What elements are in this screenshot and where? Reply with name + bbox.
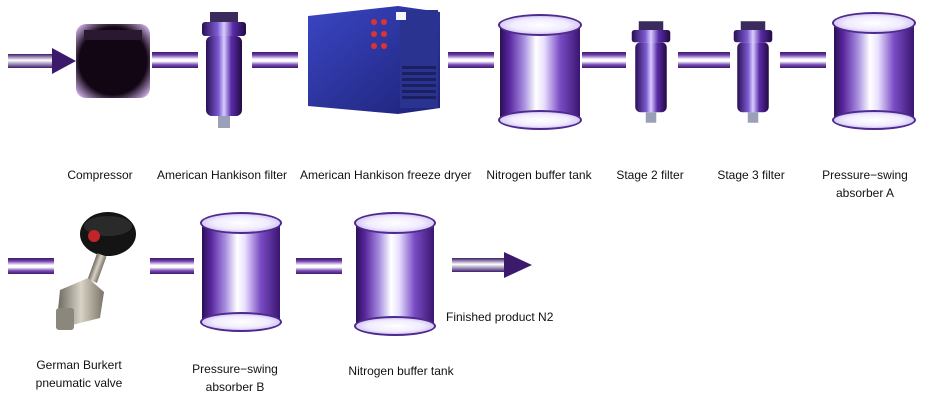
buffer-tank-2 xyxy=(354,212,436,336)
absorber-a-tank xyxy=(832,12,916,130)
compressor-unit xyxy=(74,22,152,100)
label-filter-3: Stage 3 filter xyxy=(717,168,785,182)
label-absorber-a-line1: Pressure−swing xyxy=(822,168,908,182)
outlet-arrow xyxy=(452,252,532,278)
filter-2-icon xyxy=(631,21,671,123)
label-buffer-tank-1: Nitrogen buffer tank xyxy=(486,168,592,182)
buffer-tank-1 xyxy=(498,14,582,130)
label-buffer-tank-2: Nitrogen buffer tank xyxy=(348,364,454,378)
pipe-3 xyxy=(448,52,494,68)
label-absorber-b-line1: Pressure−swing xyxy=(192,362,278,376)
pipe-5 xyxy=(678,52,730,68)
label-filter-1: American Hankison filter xyxy=(156,168,288,182)
label-valve-line2: pneumatic valve xyxy=(35,376,123,390)
label-absorber-b: Pressure−swing absorber B xyxy=(180,360,290,396)
pipe-6 xyxy=(780,52,826,68)
pneumatic-valve-icon xyxy=(56,212,136,330)
pipe-8 xyxy=(150,258,194,274)
label-valve-line1: German Burkert xyxy=(36,358,122,372)
filter-3-icon xyxy=(733,21,773,123)
inlet-arrow xyxy=(8,48,76,74)
label-freeze-dryer: American Hankison freeze dryer xyxy=(300,168,472,182)
pipe-4 xyxy=(582,52,626,68)
pipe-1 xyxy=(152,52,198,68)
pipe-7 xyxy=(8,258,54,274)
label-filter-2: Stage 2 filter xyxy=(616,168,684,182)
label-absorber-a-line2: absorber A xyxy=(835,186,895,200)
filter-1-icon xyxy=(202,12,246,128)
label-finished-product: Finished product N2 xyxy=(446,310,554,324)
label-absorber-b-line2: absorber B xyxy=(205,380,265,394)
pipe-9 xyxy=(296,258,342,274)
label-absorber-a: Pressure−swing absorber A xyxy=(810,166,920,202)
pipe-2 xyxy=(252,52,298,68)
label-valve: German Burkert pneumatic valve xyxy=(24,356,134,392)
freeze-dryer-icon xyxy=(308,6,440,114)
label-compressor: Compressor xyxy=(67,168,133,182)
absorber-b-tank xyxy=(200,212,282,332)
